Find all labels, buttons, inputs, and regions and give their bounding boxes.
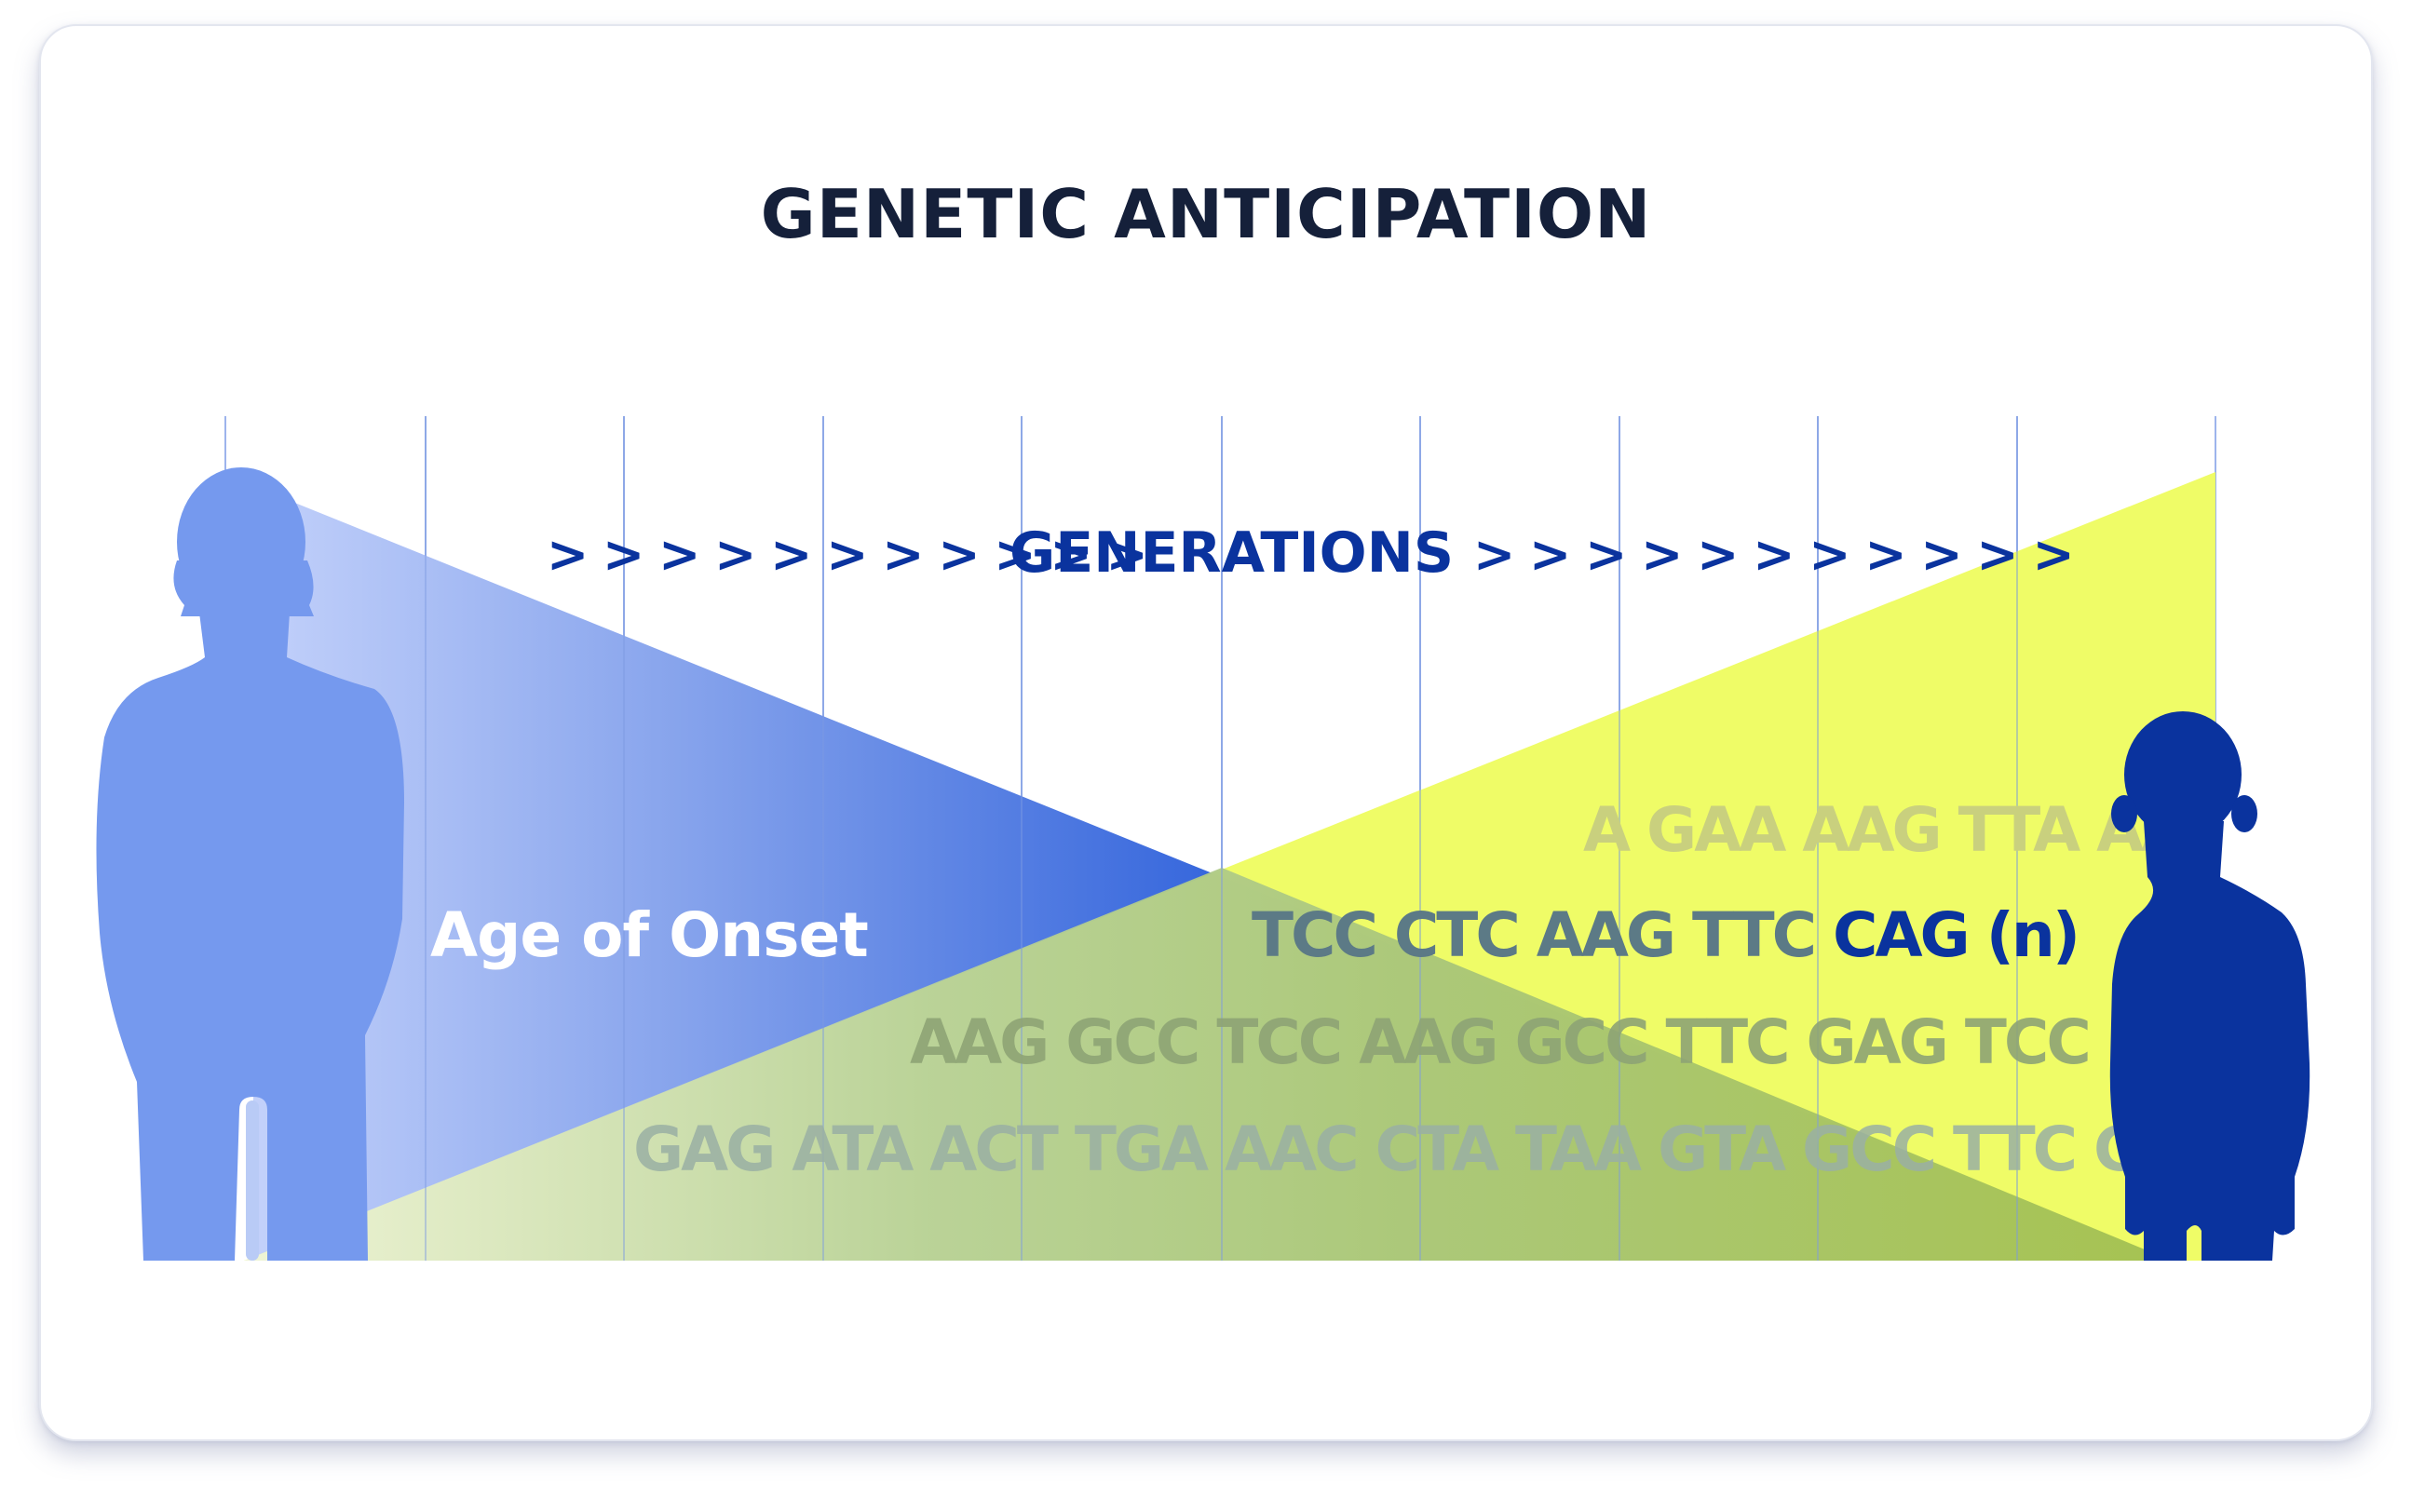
sequence-row-4: GAG ATA ACT TGA AAC CTA TAA GTA GCC TTC … (633, 1114, 2188, 1185)
genetic-anticipation-diagram: > > > > > > > > > > > GENERATIONS > > > … (96, 416, 2310, 1261)
diagram-card: GENETIC ANTICIPATION (39, 24, 2373, 1441)
gridline-overlay (425, 416, 2018, 1261)
adult-leg-gap (246, 1100, 259, 1261)
age-of-onset-label: Age of Onset (430, 899, 868, 971)
sequence-row-3: AAG GCC TCC AAG GCC TTC GAG TCC (910, 1006, 2089, 1078)
adult-silhouette-icon (96, 467, 404, 1261)
diagram-title: GENETIC ANTICIPATION (760, 175, 1652, 253)
sequence-row-1: A GAA AAG TTA AA (1583, 794, 2188, 866)
sequence-row-2: TCC CTC AAG TTC CAG (n) (1252, 899, 2078, 971)
generations-label: GENERATIONS (1009, 520, 1454, 586)
generations-arrows-right: > > > > > > > > > > > (1473, 525, 2073, 584)
generations-arrows-left: > > > > > > > > > > > (547, 525, 1146, 584)
overlap-region (244, 868, 2172, 1261)
child-silhouette-icon (2109, 711, 2310, 1261)
sequence-row-2-repeat: CAG (n) (1833, 899, 2078, 971)
sequence-row-2-plain: TCC CTC AAG TTC (1252, 899, 1833, 971)
